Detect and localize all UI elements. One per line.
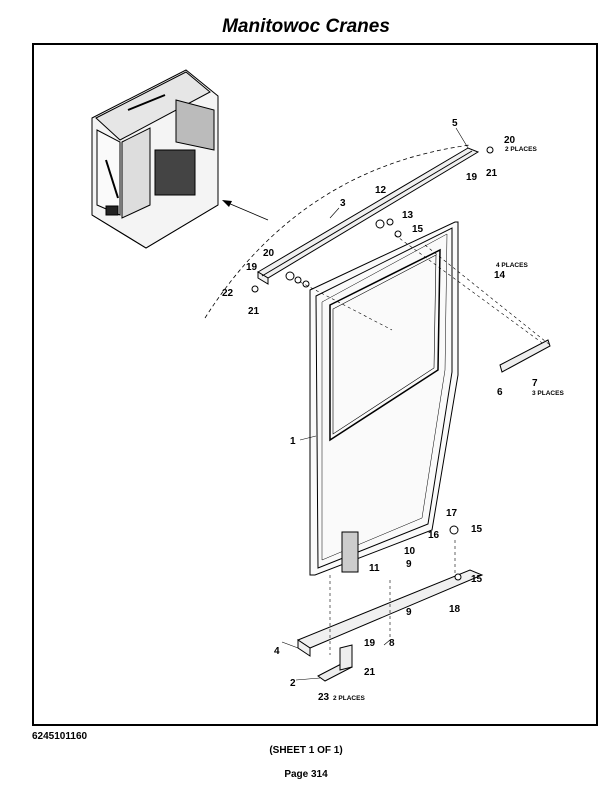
callout-13: 13 — [402, 210, 414, 221]
callout-21b: 21 — [248, 306, 260, 317]
callout-7: 7 — [532, 378, 538, 389]
callout-1: 1 — [290, 436, 296, 447]
callout-4: 4 — [274, 646, 280, 657]
callout-16: 16 — [428, 530, 440, 541]
callout-19b: 19 — [246, 262, 258, 273]
callout-22: 22 — [222, 288, 234, 299]
document-number: 6245101160 — [32, 731, 88, 742]
note-23-places: 2 PLACES — [333, 695, 365, 702]
callout-5: 5 — [452, 118, 458, 129]
page-title: Manitowoc Cranes — [222, 16, 390, 37]
hinge — [317, 644, 353, 682]
hardware — [251, 146, 494, 581]
callout-9b: 9 — [406, 607, 412, 618]
arrow-head — [222, 200, 232, 207]
sheet-indicator: (SHEET 1 OF 1) — [269, 745, 343, 756]
callout-3: 3 — [340, 198, 346, 209]
side-bracket — [499, 339, 551, 373]
drawing-frame — [32, 43, 598, 726]
callout-15a: 15 — [412, 224, 424, 235]
callout-19a: 19 — [466, 172, 478, 183]
callout-20a: 20 — [504, 135, 516, 146]
leader-lines — [281, 127, 469, 681]
detail-arc — [204, 144, 471, 319]
callout-2: 2 — [290, 678, 296, 689]
callout-19c: 19 — [364, 638, 376, 649]
callout-8: 8 — [389, 638, 395, 649]
page-number: Page 314 — [284, 769, 328, 780]
assembly-lines — [299, 234, 551, 655]
callout-18: 18 — [449, 604, 461, 615]
callout-6: 6 — [497, 387, 503, 398]
top-channel — [257, 147, 480, 285]
note-20-places: 2 PLACES — [505, 146, 537, 153]
cab-illustration — [91, 69, 219, 249]
callout-14: 14 — [494, 270, 506, 281]
callout-12: 12 — [375, 185, 387, 196]
callout-15b: 15 — [471, 524, 483, 535]
callout-11: 11 — [369, 563, 380, 574]
callout-15c: 15 — [471, 574, 483, 585]
note-14-places: 4 PLACES — [496, 262, 528, 269]
callout-21a: 21 — [486, 168, 498, 179]
arrow-line — [227, 202, 269, 221]
callout-10: 10 — [404, 546, 416, 557]
door-panel — [309, 221, 459, 576]
callout-17: 17 — [446, 508, 458, 519]
callout-23: 23 — [318, 692, 330, 703]
callout-9a: 9 — [406, 559, 412, 570]
callout-20b: 20 — [263, 248, 275, 259]
bottom-sill — [296, 569, 484, 657]
callout-21c: 21 — [364, 667, 376, 678]
note-7-places: 3 PLACES — [532, 390, 564, 397]
